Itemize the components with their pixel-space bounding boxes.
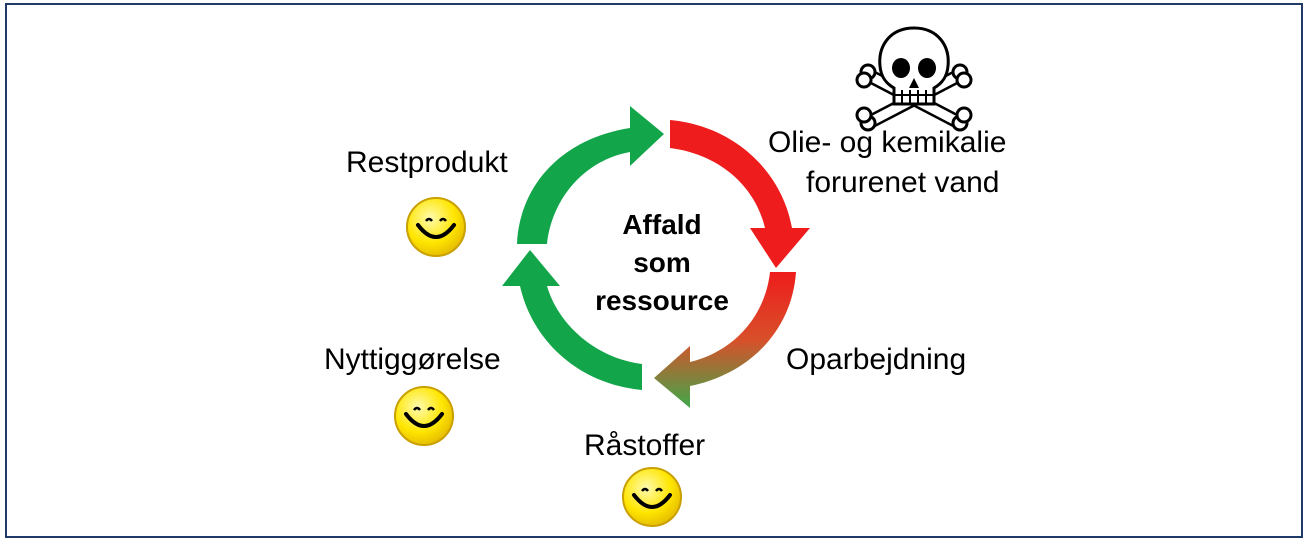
label-oparbejdning: Oparbejdning <box>786 343 967 376</box>
label-olie-line-1: Olie- og kemikalie <box>768 126 1007 159</box>
smiley-icon <box>405 196 467 258</box>
label-restprodukt: Restprodukt <box>346 146 508 179</box>
label-olie-line-2: forurenet vand <box>806 166 1000 199</box>
label-nyttiggorelse: Nyttiggørelse <box>324 343 501 376</box>
label-rastoffer: Råstoffer <box>584 429 706 462</box>
arrow-gradient-right-bottom <box>654 272 796 408</box>
center-line-2: som <box>633 247 691 278</box>
center-line-3: ressource <box>595 285 729 316</box>
arrow-red-top-right <box>670 120 810 268</box>
arrow-green-left-top <box>517 106 664 244</box>
skull-crossbones-icon <box>855 26 973 132</box>
smiley-icon <box>393 385 455 447</box>
arrow-green-bottom-left <box>502 250 642 390</box>
center-line-1: Affald <box>622 209 702 240</box>
center-label: Affald som ressource <box>572 206 752 320</box>
smiley-icon <box>621 466 683 528</box>
